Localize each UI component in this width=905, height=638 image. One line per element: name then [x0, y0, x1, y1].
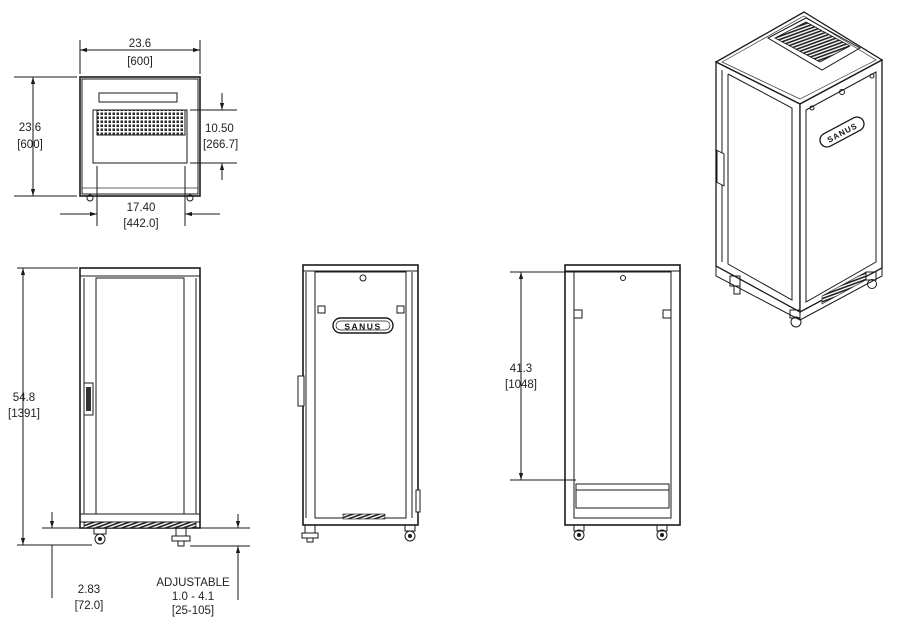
top-depth-inches: 23.6	[19, 122, 41, 134]
front-door-glass	[95, 277, 185, 515]
rear-caster-right	[656, 524, 668, 541]
front-height-mm: [1391]	[8, 408, 40, 420]
top-view: 23.6 [600] 23.6 [600] 10.50 [266.7] 17.4…	[14, 38, 238, 230]
rear-cable-panel	[575, 483, 670, 509]
inner-width-mm: [442.0]	[123, 218, 158, 230]
inner-width-inches: 17.40	[127, 202, 156, 214]
rear-height-mm: [1048]	[505, 379, 537, 391]
front-caster-left	[93, 527, 107, 545]
front-view: 54.8 [1391] 2.83 [72.0] ADJUSTABLE 1.0 -…	[8, 267, 250, 617]
side-view-outline	[302, 264, 419, 526]
iso-front-face	[715, 60, 801, 314]
front-height-inches: 54.8	[13, 392, 35, 404]
top-view-outline	[79, 76, 201, 197]
isometric-view: SANUS	[714, 11, 884, 328]
top-view-vent-grill	[96, 109, 186, 136]
sanus-logo-side-text: SANUS	[344, 322, 381, 332]
top-view-handle	[98, 92, 178, 103]
sanus-logo-side: SANUS	[332, 317, 394, 334]
adjustable-range-inches: 1.0 - 4.1	[172, 591, 214, 603]
top-width-inches: 23.6	[129, 38, 151, 50]
adjustable-label: ADJUSTABLE	[156, 577, 230, 589]
top-depth-mm: [600]	[17, 139, 43, 151]
adjustable-range-mm: [25-105]	[172, 605, 214, 617]
side-view: SANUS	[297, 264, 421, 543]
vent-height-inches: 10.50	[205, 123, 234, 135]
side-panel	[314, 271, 407, 519]
top-width-mm: [600]	[127, 56, 153, 68]
iso-top-vent	[774, 21, 851, 63]
caster-height-mm: [72.0]	[75, 600, 104, 612]
vent-height-mm: [266.7]	[203, 139, 238, 151]
side-caster-right	[404, 524, 416, 542]
rear-view: 41.3 [1048]	[505, 264, 681, 541]
rear-view-outline	[564, 264, 681, 526]
caster-height-inches: 2.83	[78, 584, 100, 596]
front-leveler-right	[171, 527, 191, 547]
iso-casters	[729, 271, 877, 328]
iso-side-face	[799, 58, 883, 314]
front-view-outline	[79, 267, 201, 529]
rear-caster-left	[573, 524, 585, 541]
rear-panel	[573, 271, 672, 519]
side-caster-left	[301, 524, 319, 543]
rear-height-inches: 41.3	[510, 363, 532, 375]
